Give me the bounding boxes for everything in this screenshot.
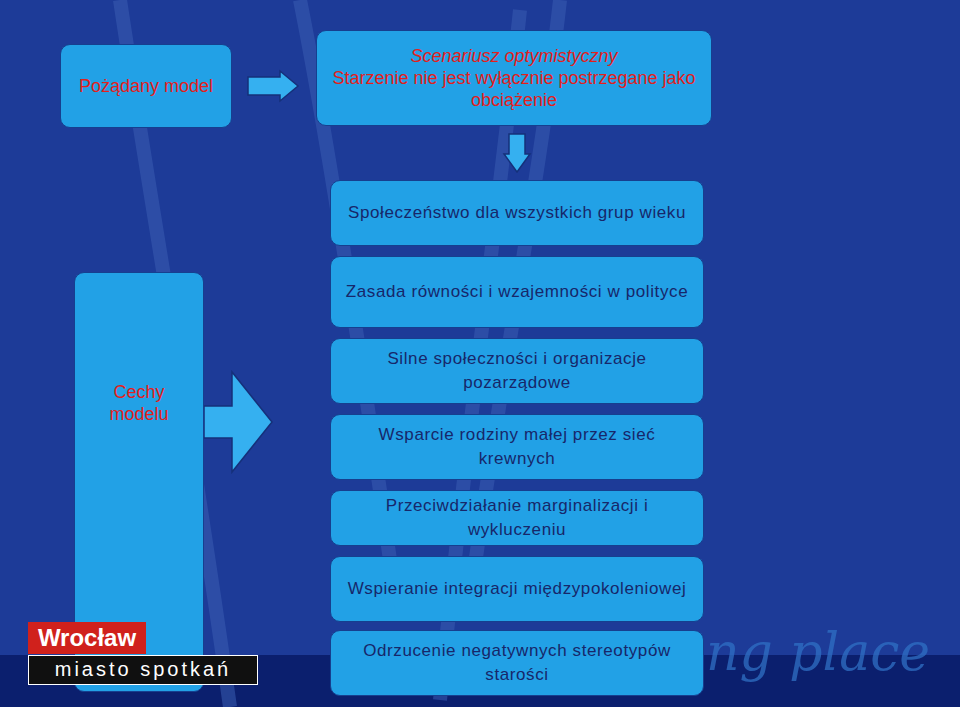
node-text: Odrzucenie negatywnych stereotypów staro… [341, 639, 693, 687]
block-arrow [504, 134, 530, 172]
node-text: Wsparcie rodziny małej przez sieć krewny… [341, 423, 693, 471]
header-box: Pożądany model [60, 44, 232, 128]
node-text: Silne społeczności i organizacje pozarzą… [341, 347, 693, 395]
feature-box: Wspieranie integracji międzypokoleniowej [330, 556, 704, 622]
logo-tagline: miasto spotkań [28, 655, 258, 685]
feature-box: Społeczeństwo dla wszystkich grup wieku [330, 180, 704, 246]
node-text: Zasada równości i wzajemności w polityce [346, 280, 688, 304]
block-arrow [204, 372, 272, 472]
feature-box: Wsparcie rodziny małej przez sieć krewny… [330, 414, 704, 480]
logo-name: Wrocław [28, 622, 146, 654]
feature-box: Odrzucenie negatywnych stereotypów staro… [330, 630, 704, 696]
node-text: Pożądany model [79, 75, 213, 97]
arrow-shape [248, 71, 298, 101]
node-text: Przeciwdziałanie marginalizacji i wykluc… [341, 494, 693, 542]
watermark-text: ng place [706, 622, 930, 682]
arrow-shape [504, 134, 530, 172]
block-arrow [248, 71, 298, 101]
node-text: Scenariusz optymistyczny [410, 45, 617, 67]
node-text: Społeczeństwo dla wszystkich grup wieku [348, 201, 686, 225]
node-text: Starzenie nie jest wyłącznie postrzegane… [327, 67, 701, 111]
arrow-shape [204, 372, 272, 472]
header-box: Scenariusz optymistycznyStarzenie nie je… [316, 30, 712, 126]
node-text: Cechy modelu [85, 381, 193, 425]
feature-box: Zasada równości i wzajemności w polityce [330, 256, 704, 328]
feature-box: Silne społeczności i organizacje pozarzą… [330, 338, 704, 404]
feature-box: Przeciwdziałanie marginalizacji i wykluc… [330, 490, 704, 546]
node-text: Wspieranie integracji międzypokoleniowej [348, 577, 687, 601]
